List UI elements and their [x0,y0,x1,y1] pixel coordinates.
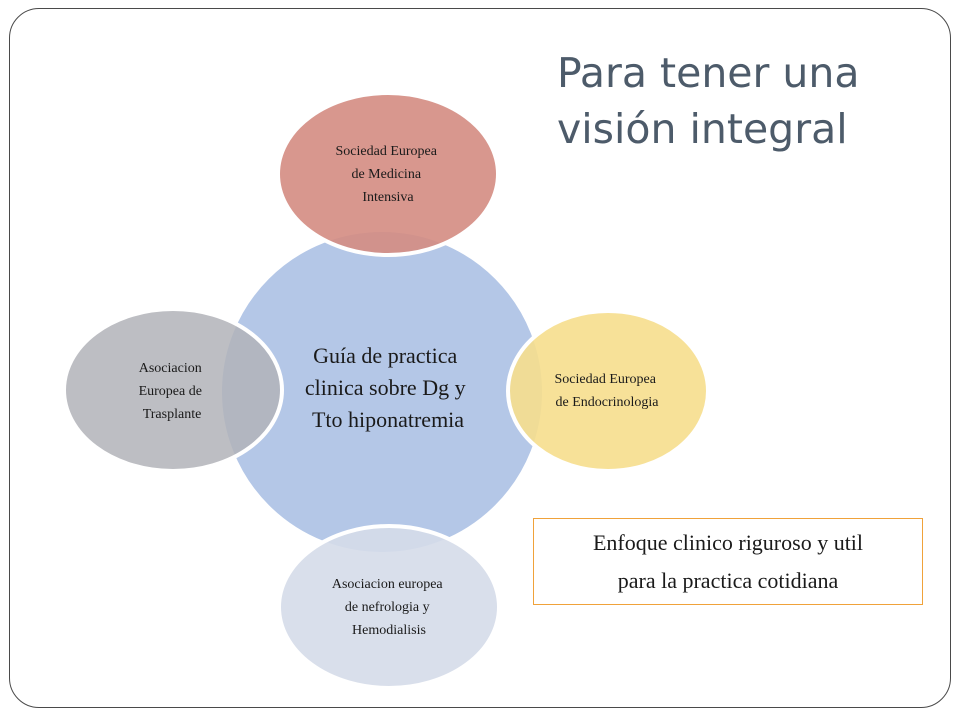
top-ellipse [276,91,500,257]
bottom-label-line-2: de nefrologia y [345,600,430,615]
left-label-line-2: Europea de [139,384,202,399]
left-label: Asociacion Europea de Trasplante [139,361,206,422]
callout-line-2: para la practica cotidiana [617,568,839,593]
bottom-label: Asociacion europea de nefrologia y Hemod… [332,577,446,638]
center-label-line-3: Tto hiponatremia [312,407,464,432]
slide-title: Para tener una visión integral [557,45,937,157]
bottom-ellipse [277,524,501,690]
callout-line-1: Enfoque clinico riguroso y util [592,530,864,555]
center-label-line-1: Guía de practica [313,343,457,368]
top-label-line-2: de Medicina [351,167,421,182]
right-ellipse [506,309,710,473]
top-label-line-3: Intensiva [362,190,414,205]
right-label: Sociedad Europea de Endocrinologia [555,372,660,410]
title-line-2: visión integral [557,105,848,153]
right-label-line-1: Sociedad Europea [555,372,657,387]
top-label: Sociedad Europea de Medicina Intensiva [336,144,441,205]
center-label: Guía de practica clinica sobre Dg y Tto … [305,343,471,432]
bottom-label-line-3: Hemodialisis [352,623,426,638]
top-label-line-1: Sociedad Europea [336,144,438,159]
callout-box: Enfoque clinico riguroso y util para la … [533,518,923,605]
right-label-line-2: de Endocrinologia [555,395,659,410]
left-label-line-3: Trasplante [143,407,202,422]
title-line-1: Para tener una [557,49,860,97]
center-label-line-2: clinica sobre Dg y [305,375,466,400]
left-label-line-1: Asociacion [139,361,202,376]
bottom-label-line-1: Asociacion europea [332,577,444,592]
left-ellipse [62,307,284,473]
